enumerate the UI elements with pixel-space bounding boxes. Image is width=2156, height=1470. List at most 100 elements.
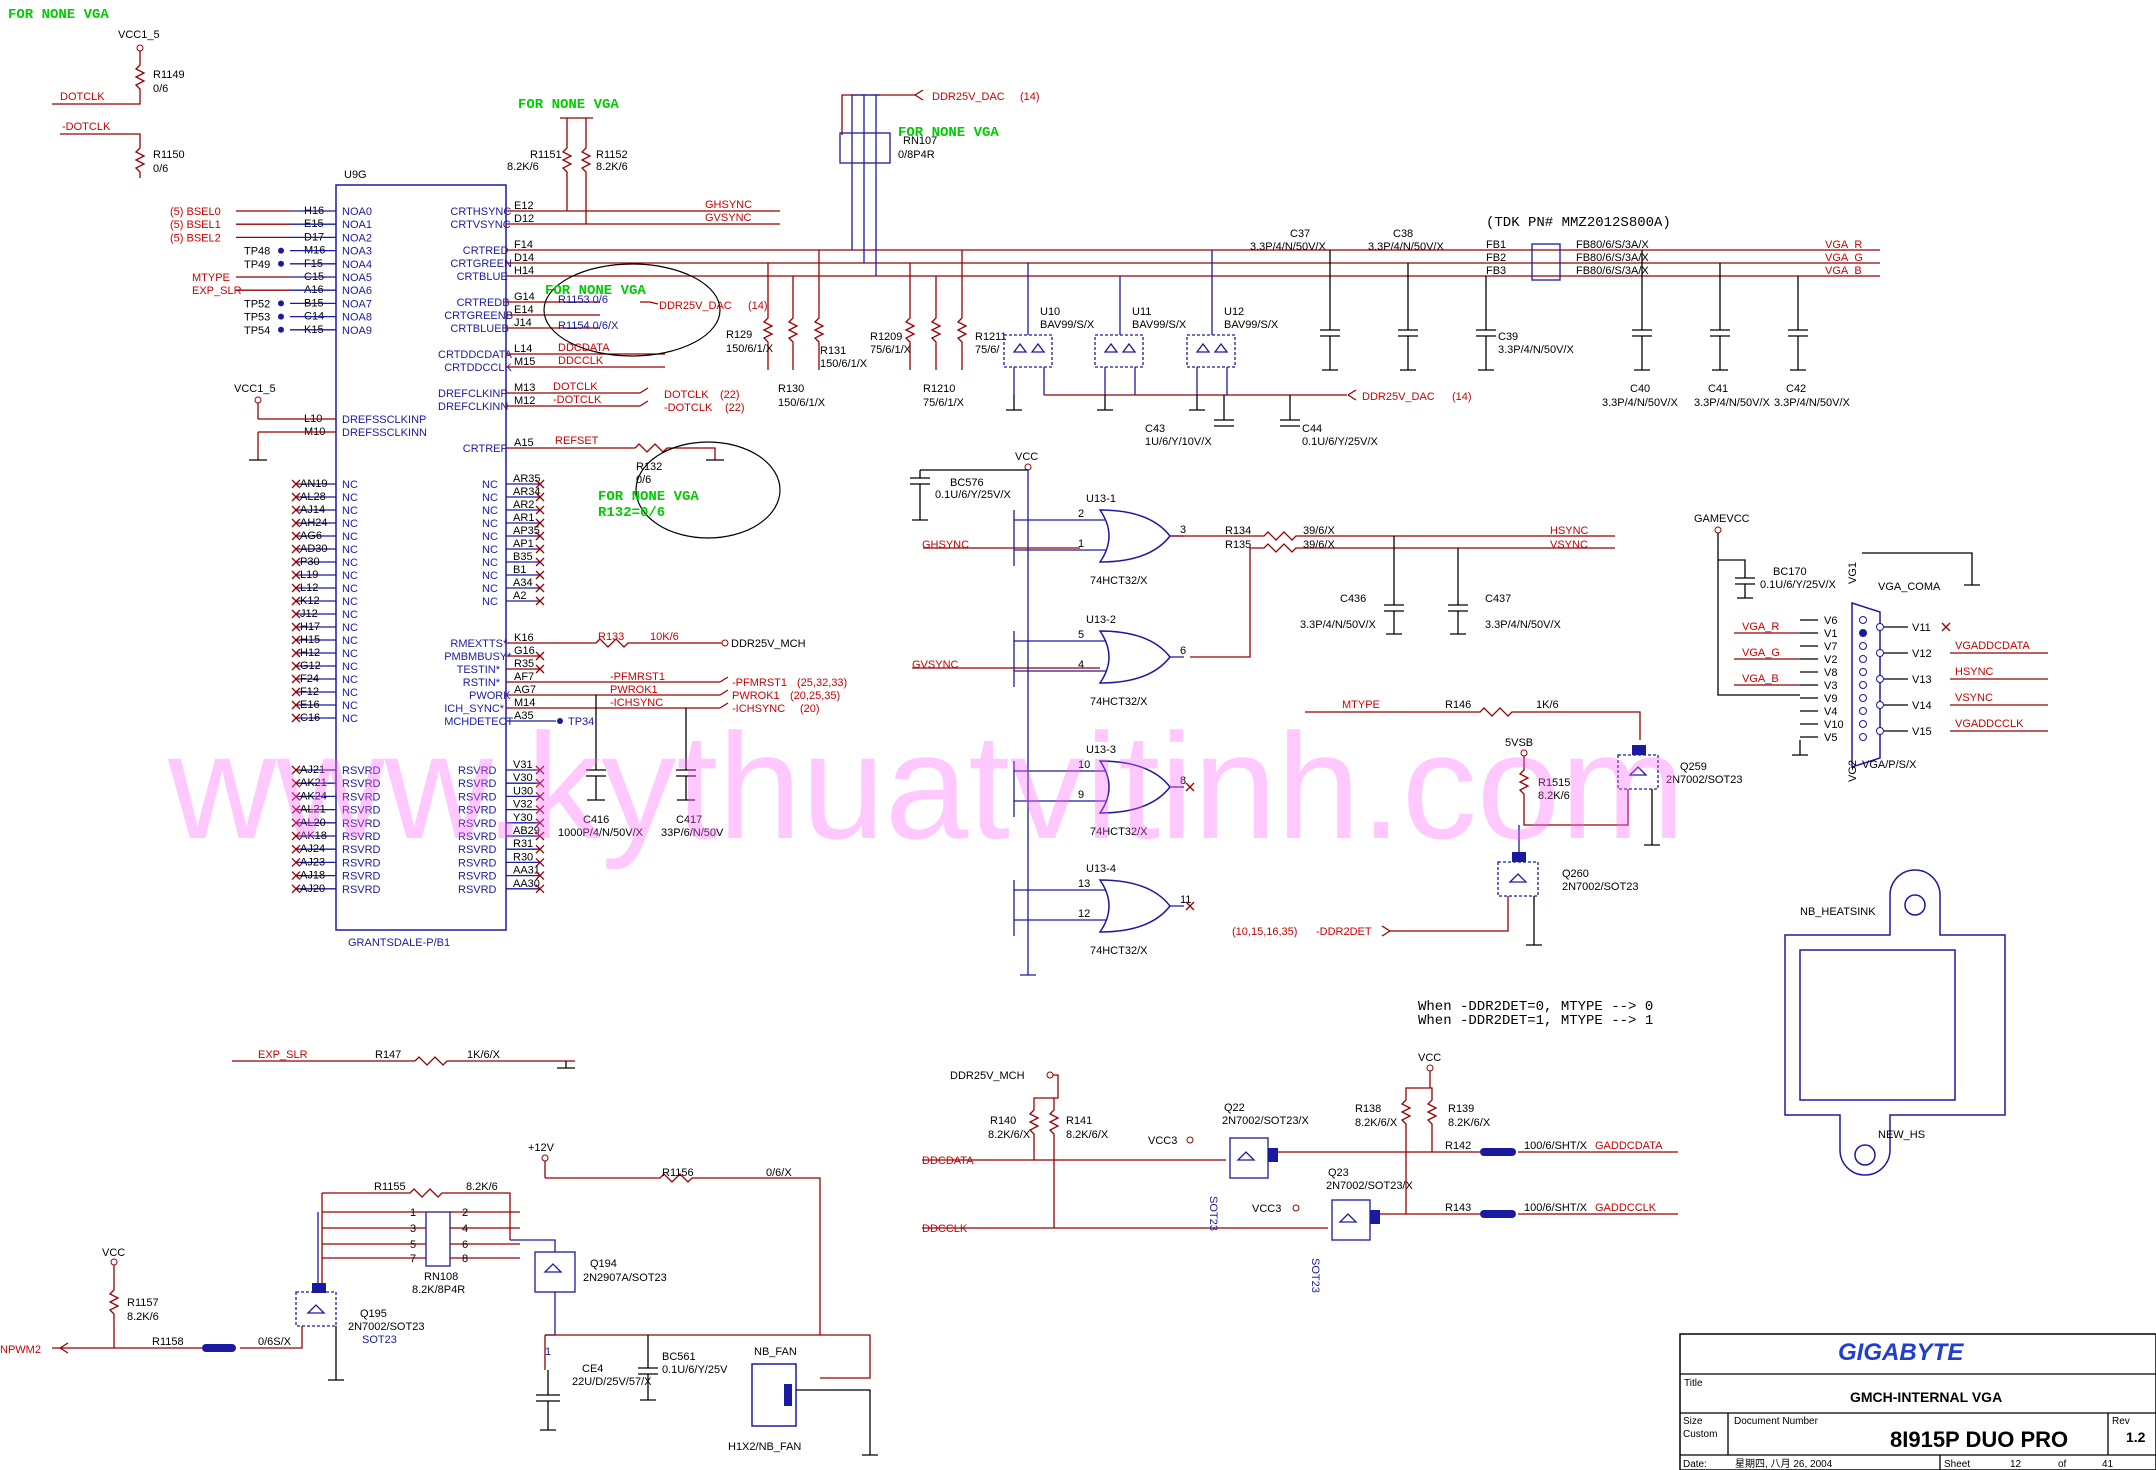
r1210-value: 75/6/1/X <box>923 397 965 409</box>
or-gate-pin: 8 <box>1180 775 1186 787</box>
or-gate-block: VCC BC576 0.1U/6/Y/25V/X U13-174HCT32/X2… <box>910 451 1615 976</box>
u9g-nc-ball: AR34 <box>513 486 541 498</box>
u9g-pin-noa6: NOA6 <box>342 285 372 297</box>
u9g-pin-ctrl: TESTIN* <box>457 664 501 676</box>
ndotclk-ref: (22) <box>725 402 745 414</box>
or-gate-part: 74HCT32/X <box>1090 826 1148 838</box>
u9g-nc-right: NC <box>482 492 498 504</box>
note-none-vga-3: FOR NONE VGA <box>898 125 999 141</box>
u9g-nc-ball: L12 <box>300 582 318 594</box>
or-gate-pin: 11 <box>1180 894 1191 906</box>
u9g-left-net: TP54 <box>244 325 270 337</box>
u12-value: BAV99/S/X <box>1224 319 1279 331</box>
r1150-symbol <box>60 133 146 178</box>
u9g-nc-right: NC <box>482 531 498 543</box>
u9g-rsvrd-ball: AJ21 <box>300 764 325 776</box>
q194-value: 2N2907A/SOT23 <box>583 1272 667 1284</box>
fb1-value: FB80/6/S/3A/X <box>1576 239 1649 251</box>
svg-text:2: 2 <box>462 1207 468 1219</box>
or-gate-pin: 6 <box>1180 645 1186 657</box>
note-r132: R132=0/6 <box>598 505 665 521</box>
u9g-left-net: TP49 <box>244 259 270 271</box>
r133-value: 10K/6 <box>650 631 679 643</box>
bc576-value: 0.1U/6/Y/25V/X <box>935 489 1011 501</box>
ddr25v-dac-ref-3: (14) <box>1452 391 1472 403</box>
u9g-ball-ctrl: AF7 <box>514 671 534 683</box>
u9g-nc-left: NC <box>342 687 358 699</box>
crt-signal-lines: GHSYNC GVSYNC DDCDATA DDCCLK DOTCLK -DOT… <box>506 199 1880 539</box>
u9g-left-net: TP52 <box>244 298 270 310</box>
vga-b-net: VGA_B <box>1825 265 1862 277</box>
u9g-nc-left: NC <box>342 713 358 725</box>
r143-ref: R143 <box>1445 1202 1471 1214</box>
u9g-pin-crtredb: CRTREDB <box>457 297 510 309</box>
c416-value: 1000P/4/N/50V/X <box>558 827 644 839</box>
fb3-ref: FB3 <box>1486 265 1506 277</box>
or-gate-pin: 12 <box>1078 908 1090 920</box>
r1515-ref: R1515 <box>1538 777 1570 789</box>
vga-pin-right: V14 <box>1912 700 1932 712</box>
dotclk-ref: (22) <box>720 389 740 401</box>
vcc-net-3: VCC <box>1418 1052 1441 1064</box>
hsync-net-1: HSYNC <box>1550 525 1589 537</box>
mtype-net-2: MTYPE <box>1342 699 1380 711</box>
u11-value: BAV99/S/X <box>1132 319 1187 331</box>
u9g-nc-left: NC <box>342 596 358 608</box>
vga-pin-left: V3 <box>1824 680 1837 692</box>
u9g-pin-ctrl: PWORK <box>469 690 511 702</box>
u9g-rsvrd-right: RSVRD <box>458 778 497 790</box>
u9g-nc-ball: AD30 <box>300 543 328 555</box>
vcc3-net-1: VCC3 <box>1148 1135 1177 1147</box>
vga-pin-left: V6 <box>1824 615 1837 627</box>
sheet-label: Sheet <box>1944 1459 1970 1470</box>
r131-ref: R131 <box>820 345 846 357</box>
u9g-nc-ball: AR2 <box>513 499 534 511</box>
u9g-nc-ball: AG6 <box>300 530 322 542</box>
u9g-rsvrd-right: RSVRD <box>458 844 497 856</box>
vga-g-net: VGA_G <box>1825 252 1863 264</box>
r143-value: 100/6/SHT/X <box>1524 1202 1588 1214</box>
r1151-r1152: FOR NONE VGA R1151 8.2K/6 R1152 8.2K/6 <box>507 97 628 224</box>
r1157-ref: R1157 <box>127 1297 159 1309</box>
r1156-value: 0/6/X <box>766 1167 792 1179</box>
u9g-nc-left: NC <box>342 570 358 582</box>
r130-value: 150/6/1/X <box>778 397 826 409</box>
q23-value: 2N7002/SOT23/X <box>1326 1180 1413 1192</box>
vga-conn-value: VGA/P/S/X <box>1862 759 1917 771</box>
p12v-net: +12V <box>528 1142 555 1154</box>
r1151-ref: R1151 <box>530 149 562 161</box>
vga-pin-left: V4 <box>1824 706 1837 718</box>
ndotclk-net: -DOTCLK <box>62 121 111 133</box>
ddcclk-net-2: DDCCLK <box>922 1223 968 1235</box>
u9g-nc-left: NC <box>342 492 358 504</box>
q259-value: 2N7002/SOT23 <box>1666 774 1742 786</box>
u9g-rsvrd-ball: U30 <box>513 785 533 797</box>
refset-net: REFSET <box>555 435 599 447</box>
r1151-value: 8.2K/6 <box>507 161 539 173</box>
r141-ref: R141 <box>1066 1115 1092 1127</box>
u9g-pin-crtblue: CRTBLUE <box>457 271 508 283</box>
vga-pin-left: V10 <box>1824 719 1844 731</box>
u9g-nc-ball: K12 <box>300 595 320 607</box>
u9g-ball-right: M13 <box>514 382 535 394</box>
vcc1-5-label: VCC1_5 <box>118 29 160 41</box>
r1156-ref: R1156 <box>662 1167 694 1179</box>
note-none-vga-4: FOR NONE VGA <box>598 489 699 505</box>
u9g-pin-crtddcclk: CRTDDCCLK <box>444 362 512 374</box>
u9g-pin-crtgreen: CRTGREEN <box>450 258 512 270</box>
u9g-ball-right: L14 <box>514 343 532 355</box>
u9g-pin-ctrl: RSTIN* <box>463 677 501 689</box>
ddr25v-dac-ref-2: (14) <box>1020 91 1040 103</box>
u9g-ref: U9G <box>344 169 367 181</box>
of-value: 41 <box>2102 1459 2114 1470</box>
u9g-ball-right: A15 <box>514 437 534 449</box>
watermark-text: www.kythuatvitinh.com <box>167 702 1685 870</box>
fan-circuit: +12V R1155 8.2K/6 R1156 0/6/X 13 57 24 6… <box>0 1142 878 1456</box>
rn107-block: FOR NONE VGA DDR25V_DAC (14) RN107 0/8P4… <box>839 89 1040 276</box>
r139-value: 8.2K/6/X <box>1448 1117 1491 1129</box>
q22-value: 2N7002/SOT23/X <box>1222 1115 1309 1127</box>
u9g-pin-noa5: NOA5 <box>342 272 372 284</box>
r134-ref: R134 <box>1225 525 1251 537</box>
dotclk-net: DOTCLK <box>60 91 105 103</box>
vga-right-net: VGADDCDATA <box>1955 640 2030 652</box>
